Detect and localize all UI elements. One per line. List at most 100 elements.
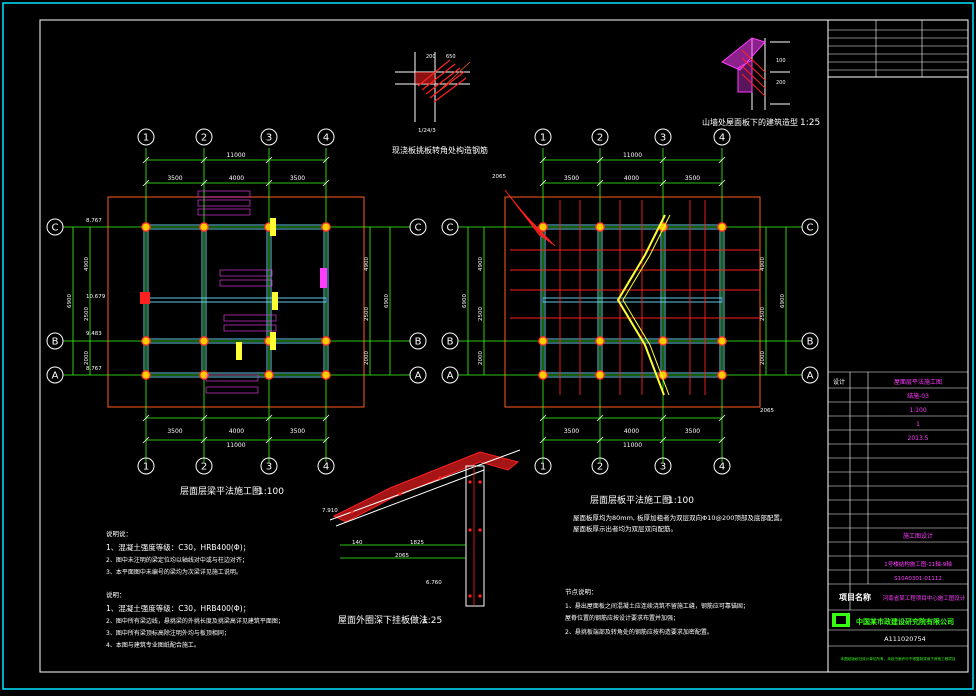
column-1-0 <box>595 222 605 232</box>
column-0-1 <box>538 336 548 346</box>
axis-label-1-2: 3 <box>660 462 666 473</box>
column-3-2 <box>321 370 331 380</box>
dim-tick-1-0 <box>200 156 208 164</box>
axis-bubble-side-1-2 <box>409 366 427 384</box>
column-2-1 <box>658 336 668 346</box>
axis-label-side-0-0: C <box>447 223 454 234</box>
column-0-1 <box>141 336 151 346</box>
axis-bubble-side-1-2 <box>801 366 819 384</box>
axis-label-side-0-2: A <box>52 371 59 382</box>
dim-tick-3-3 <box>322 436 330 444</box>
axis-bubble-0-2 <box>654 128 672 146</box>
tb-footer: 本图纸版权归设计单位所有，未经书面许可不得复制或用于其他工程项目 <box>841 656 956 661</box>
beam-label-3 <box>219 269 273 277</box>
dim-tick-3-2 <box>718 414 726 422</box>
svg-text:100: 100 <box>776 58 786 64</box>
column-0-0 <box>141 222 151 232</box>
column-1-0 <box>199 222 209 232</box>
svg-text:650: 650 <box>446 54 456 60</box>
notes-1-line-3: 3、本平面图中未编号的梁均为次梁详见施工说明。 <box>106 568 242 576</box>
axis-bubble-side-0-1 <box>441 332 459 350</box>
dim-span-top-0: 3500 <box>564 175 579 182</box>
detail-top-title: 现浇板挑板转角处构造钢筋 <box>392 145 488 155</box>
notes-1-line-2: 2、图中未注明的梁定位均以轴线对中或与柱边对齐； <box>106 556 248 564</box>
axis-label-side-1-2: A <box>415 371 422 382</box>
axis-bubble-0-2 <box>260 128 278 146</box>
beam-label-8 <box>205 386 259 394</box>
axis-label-0-3: 4 <box>719 133 725 144</box>
beam-label-1 <box>197 199 251 207</box>
plan-right-note-2: 屋面板厚示出者均为双层双向配筋。 <box>573 524 677 533</box>
detail-top-corner: 200 650 1/24/3 现浇板挑板转角处构造钢筋 <box>392 52 488 155</box>
side-span-0-1: 2500 <box>84 307 90 321</box>
dim-tick-2-1 <box>265 179 273 187</box>
dim-tick-2-2 <box>659 414 667 422</box>
axis-bubble-0-0 <box>534 128 552 146</box>
axis-label-1-2: 3 <box>266 462 272 473</box>
axis-label-0-1: 2 <box>201 133 207 144</box>
dim-tick-1-3 <box>200 436 208 444</box>
beam-label-2 <box>197 208 251 216</box>
axis-label-0-0: 1 <box>143 133 149 144</box>
tb-stage-value: 施工图设计 <box>903 532 933 540</box>
tb-code-value: S10A0301-01112 <box>894 576 942 582</box>
axis-bubble-side-0-2 <box>46 366 64 384</box>
axis-bubble-1-0 <box>534 457 552 475</box>
dim-span-bottom-1: 4000 <box>229 428 244 435</box>
side-span-0-0: 4900 <box>84 257 90 271</box>
column-3-0 <box>717 222 727 232</box>
dim-tick-3-1 <box>718 179 726 187</box>
axis-label-0-0: 1 <box>540 133 546 144</box>
axis-label-1-3: 4 <box>719 462 725 473</box>
side-span-0-1: 2500 <box>478 307 484 321</box>
column-0-0 <box>538 222 548 232</box>
dim-span-top-1: 4000 <box>229 175 244 182</box>
dim-140: 140 <box>352 540 363 546</box>
dim-span-bottom-1: 4000 <box>624 428 639 435</box>
dim-tick-2-2 <box>265 414 273 422</box>
beam-label-0 <box>197 190 251 198</box>
dim-2065-bottom: 2065 <box>760 408 774 414</box>
axis-label-side-1-2: A <box>807 371 814 382</box>
elev-4: 8.767 <box>86 366 102 372</box>
column-1-1 <box>595 336 605 346</box>
axis-bubble-1-3 <box>317 457 335 475</box>
axis-bubble-1-0 <box>137 457 155 475</box>
tb-project-label: 项目名称 <box>839 592 871 602</box>
elev-1: 8.767 <box>86 218 102 224</box>
notes-2-line-4: 4、本图与建筑专业图纸配合施工。 <box>106 641 200 649</box>
svg-text:200: 200 <box>776 80 786 86</box>
tb-label-design: 设计 <box>833 378 845 386</box>
plan-right-note-1: 屋面板厚均为80mm, 板厚加粗者为双层双向Φ10@200顶部及底部配置。 <box>573 513 786 522</box>
beam-mark-3 <box>236 342 242 360</box>
side-span-1-2: 2000 <box>760 351 766 365</box>
axis-label-1-3: 4 <box>323 462 329 473</box>
notes-2-line-3: 3、图中所有梁顶标高除注明外均与板顶相同； <box>106 629 230 637</box>
axis-bubble-side-1-0 <box>409 218 427 236</box>
axis-label-0-2: 3 <box>266 133 272 144</box>
dim-total-top: 11000 <box>226 152 245 159</box>
column-0-2 <box>538 370 548 380</box>
tb-sheet-value: 1 <box>916 421 920 428</box>
axis-label-0-2: 3 <box>660 133 666 144</box>
beam-label-6 <box>223 324 277 332</box>
svg-text:200: 200 <box>426 54 436 60</box>
dim-tick-0-2 <box>142 414 150 422</box>
notes-3-heading: 节点说明： <box>565 587 598 596</box>
notes-2-line-1: 1、混凝土强度等级：C30，HRB400(Φ)； <box>106 603 250 613</box>
axis-label-1-1: 2 <box>201 462 207 473</box>
dim-tick-3-3 <box>718 436 726 444</box>
axis-label-1-0: 1 <box>540 462 546 473</box>
axis-label-1-0: 1 <box>143 462 149 473</box>
dim-span-bottom-0: 3500 <box>167 428 182 435</box>
dim-tick-3-1 <box>322 179 330 187</box>
ridge-line-1 <box>616 214 666 396</box>
side-total-0: 6900 <box>462 294 468 308</box>
dim-tick-3-2 <box>322 414 330 422</box>
dim-tick-0-0 <box>142 156 150 164</box>
side-span-1-2: 2000 <box>364 351 370 365</box>
axis-label-side-0-1: B <box>52 337 59 348</box>
detail-right-title: 山墙处屋面板下的建筑造型 <box>702 117 798 127</box>
dim-tick-0-0 <box>539 156 547 164</box>
